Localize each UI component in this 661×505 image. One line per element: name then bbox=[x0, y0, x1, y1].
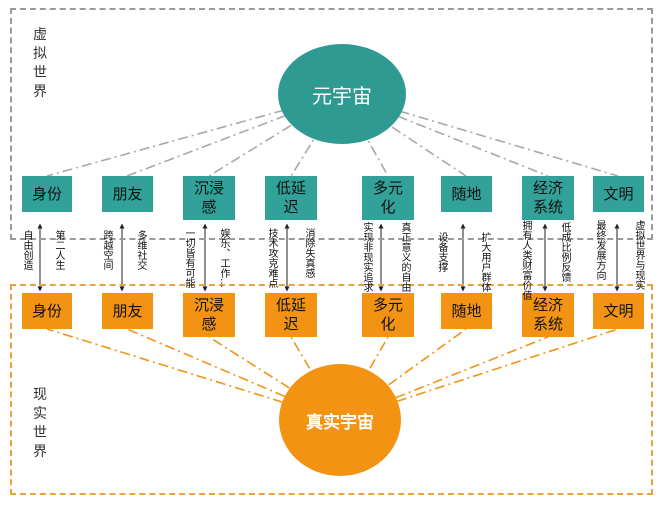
link-text-right: 低成比例反馈 bbox=[559, 222, 570, 282]
link-text-left: 最终发展方向 bbox=[594, 220, 605, 280]
metaverse-circle: 元宇宙 bbox=[278, 44, 406, 144]
real-node-label: 身份 bbox=[31, 301, 62, 320]
real-node-label: 经济系统 bbox=[532, 296, 563, 333]
real-node-box: 低延迟 bbox=[265, 293, 317, 337]
virtual-node-label: 文明 bbox=[603, 184, 634, 203]
virtual-node-box: 经济系统 bbox=[522, 176, 574, 220]
link-text-left: 设备支撑 bbox=[436, 232, 447, 272]
metaverse-circle-label: 元宇宙 bbox=[312, 83, 372, 108]
link-text-left: 自由创造 bbox=[21, 230, 32, 270]
link-text-right: 消除失真感 bbox=[303, 228, 314, 278]
link-text-right: 多维社交 bbox=[135, 230, 146, 270]
virtual-world-label: 虚拟世界 bbox=[33, 27, 47, 100]
link-text-left: 技术攻克难点 bbox=[266, 228, 277, 288]
real-node-box: 多元化 bbox=[362, 293, 414, 337]
link-text-left: 一切皆有可能 bbox=[183, 228, 194, 288]
virtual-node-label: 沉浸感 bbox=[193, 179, 224, 216]
real-link-line bbox=[339, 336, 549, 421]
real-node-label: 沉浸感 bbox=[193, 296, 224, 333]
virtual-node-box: 沉浸感 bbox=[183, 176, 235, 220]
virtual-node-label: 低延迟 bbox=[275, 179, 306, 216]
real-node-label: 低延迟 bbox=[275, 296, 306, 333]
real-link-line bbox=[126, 328, 341, 421]
virtual-link-line bbox=[46, 93, 343, 177]
virtual-node-box: 朋友 bbox=[102, 176, 153, 212]
real-node-label: 多元化 bbox=[372, 296, 403, 333]
virtual-node-box: 文明 bbox=[593, 176, 644, 212]
real-node-label: 文明 bbox=[603, 301, 634, 320]
virtual-link-line bbox=[341, 93, 549, 177]
link-text-left: 跨越空间 bbox=[101, 230, 112, 270]
real-node-label: 随地 bbox=[451, 301, 482, 320]
link-text-right: 娱乐、工作… bbox=[218, 228, 229, 288]
real-node-box: 经济系统 bbox=[522, 293, 574, 337]
virtual-node-label: 经济系统 bbox=[532, 179, 563, 216]
virtual-node-box: 身份 bbox=[22, 176, 72, 212]
real-world-frame bbox=[10, 284, 653, 495]
link-text-right: 真正意义的自由 bbox=[399, 222, 410, 292]
virtual-node-label: 随地 bbox=[451, 184, 482, 203]
virtual-node-label: 身份 bbox=[31, 184, 62, 203]
virtual-node-box: 多元化 bbox=[362, 176, 414, 220]
real-node-box: 随地 bbox=[441, 293, 492, 329]
real-universe-circle-label: 真实宇宙 bbox=[306, 412, 374, 433]
real-node-box: 朋友 bbox=[102, 293, 153, 329]
virtual-world-frame bbox=[10, 8, 653, 240]
link-text-right: 第二人生 bbox=[53, 230, 64, 270]
virtual-node-label: 朋友 bbox=[112, 184, 143, 203]
virtual-node-box: 低延迟 bbox=[265, 176, 317, 220]
real-world-label: 现实世界 bbox=[33, 387, 47, 460]
real-node-label: 朋友 bbox=[112, 301, 143, 320]
link-text-right: 虚拟世界与现实 bbox=[633, 220, 644, 290]
real-link-line bbox=[46, 328, 341, 421]
real-node-box: 身份 bbox=[22, 293, 72, 329]
link-text-left: 实现非现实追求 bbox=[361, 222, 372, 292]
real-node-box: 沉浸感 bbox=[183, 293, 235, 337]
link-text-right: 扩大用户群体 bbox=[479, 232, 490, 292]
real-universe-circle: 真实宇宙 bbox=[279, 364, 401, 476]
virtual-node-box: 随地 bbox=[441, 176, 492, 212]
real-node-box: 文明 bbox=[593, 293, 644, 329]
link-text-left: 拥有人类财富价值 bbox=[520, 220, 531, 300]
virtual-link-line bbox=[126, 93, 343, 177]
virtual-node-label: 多元化 bbox=[372, 179, 403, 216]
